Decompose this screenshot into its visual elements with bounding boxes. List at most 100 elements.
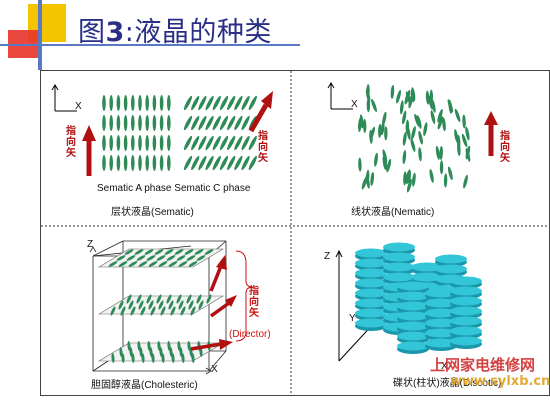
molecule — [462, 114, 466, 129]
molecule — [177, 341, 181, 351]
discotic-axis-y-label: Y — [349, 313, 356, 324]
molecule — [403, 171, 407, 186]
molecule — [212, 95, 221, 111]
molecule — [454, 108, 461, 123]
molecule — [102, 95, 106, 111]
molecule — [430, 110, 436, 124]
molecule — [219, 115, 229, 131]
molecule — [131, 135, 135, 151]
molecule — [382, 111, 387, 126]
molecule — [191, 135, 200, 151]
molecule — [402, 110, 407, 125]
molecule — [418, 147, 422, 162]
molecule — [198, 155, 207, 171]
molecule — [152, 155, 157, 171]
molecule — [234, 95, 243, 111]
molecule — [183, 95, 193, 111]
molecule — [369, 129, 373, 144]
nematic-director-label: 指向矢 — [500, 131, 510, 164]
molecule — [442, 117, 446, 132]
molecule — [374, 152, 378, 167]
molecule — [159, 115, 164, 131]
molecule — [241, 95, 250, 111]
disc — [450, 316, 482, 326]
molecule — [198, 115, 207, 131]
molecule — [404, 89, 411, 104]
molecule — [406, 178, 412, 193]
molecule — [145, 95, 149, 111]
molecule — [136, 294, 142, 304]
molecule — [136, 255, 146, 261]
disc — [450, 306, 482, 316]
molecule — [241, 155, 250, 171]
molecule — [138, 155, 142, 171]
molecule — [410, 138, 416, 152]
disc — [397, 321, 429, 331]
page-title: 图3:液晶的种类 — [78, 17, 272, 48]
molecule — [156, 255, 166, 261]
molecule — [150, 306, 156, 316]
molecule — [399, 100, 404, 115]
molecule — [123, 155, 128, 171]
disc — [450, 326, 482, 336]
disc — [450, 276, 482, 286]
molecule — [131, 155, 135, 171]
molecule — [205, 155, 214, 171]
disc — [383, 242, 415, 252]
molecule — [131, 95, 135, 111]
disc — [425, 308, 457, 318]
smectic-axes — [51, 84, 77, 112]
cholesteric-director-label: (Director) — [229, 329, 271, 340]
molecule — [174, 249, 184, 255]
molecule — [154, 249, 164, 255]
molecule — [212, 155, 221, 171]
molecule — [206, 294, 212, 304]
molecule — [423, 122, 428, 137]
molecule — [127, 341, 131, 351]
disc — [355, 278, 387, 288]
disc — [383, 252, 415, 262]
molecule — [234, 155, 243, 171]
molecule — [176, 294, 182, 304]
molecule — [219, 95, 229, 111]
molecule — [425, 90, 430, 105]
molecule — [365, 174, 370, 189]
molecule — [465, 148, 471, 162]
molecule — [241, 115, 250, 131]
molecule — [439, 146, 443, 161]
disc — [425, 338, 457, 348]
molecule — [465, 126, 470, 141]
molecule — [366, 98, 371, 113]
molecule — [234, 135, 243, 151]
molecule — [159, 155, 164, 171]
molecule — [140, 306, 146, 316]
molecule — [110, 306, 116, 316]
molecule — [123, 95, 128, 111]
molecule — [109, 115, 113, 131]
molecule — [411, 126, 416, 140]
disc — [397, 331, 429, 341]
smectic-director-arrow-1 — [82, 125, 96, 176]
figure-art — [41, 71, 549, 395]
molecule — [126, 255, 136, 261]
molecule — [167, 135, 171, 151]
disc — [425, 328, 457, 338]
molecule — [435, 146, 440, 160]
molecule — [437, 116, 443, 130]
smectic-axis-x-label: X — [75, 101, 82, 112]
molecule — [146, 294, 152, 304]
molecule — [124, 249, 134, 255]
cholesteric-layers — [97, 248, 225, 363]
molecule — [429, 169, 434, 183]
molecule — [358, 117, 362, 132]
molecule — [227, 115, 236, 131]
molecule — [102, 115, 106, 131]
deco-blue-bar — [38, 0, 42, 70]
lc-types-figure: X 指向矢 指向矢 Sematic A phase Sematic C phas… — [40, 70, 550, 396]
molecule — [191, 155, 200, 171]
molecule — [134, 249, 144, 255]
molecule — [109, 155, 113, 171]
disc — [397, 301, 429, 311]
molecule — [461, 133, 468, 148]
molecule — [431, 99, 436, 113]
